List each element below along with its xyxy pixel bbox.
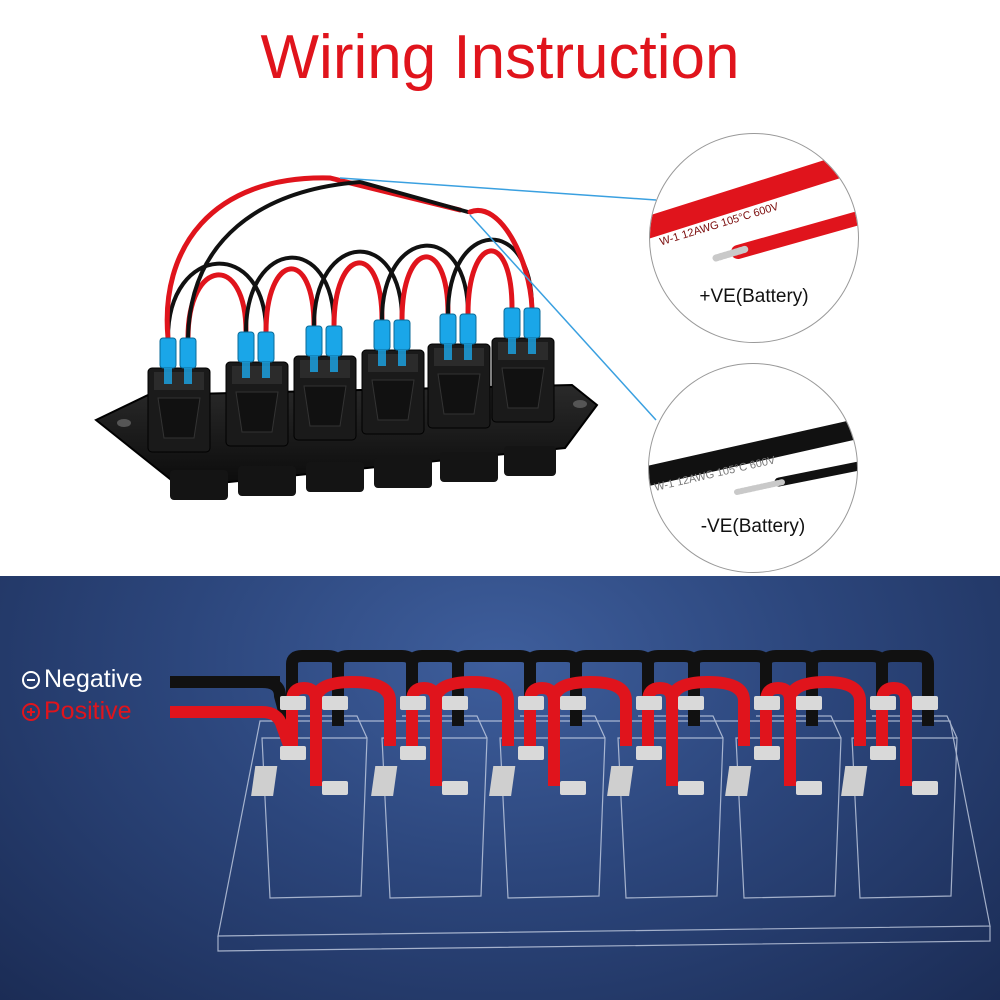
negative-feed-wire (170, 676, 294, 728)
spade-connector (179, 337, 197, 384)
mount-hole (117, 419, 131, 427)
terminal (636, 746, 662, 760)
rocker-mark (251, 766, 278, 796)
leader-line-negative (469, 214, 657, 421)
terminal (280, 696, 306, 710)
red-lead-wire (467, 207, 535, 311)
switch-top-outline (520, 715, 606, 739)
plus-icon (22, 702, 40, 721)
switch-body-outline (851, 737, 958, 899)
terminal (560, 781, 586, 795)
rocker-switch (225, 361, 289, 447)
black-jumper-wire (312, 249, 404, 328)
switch-top-outline (282, 715, 368, 739)
spade-connector (393, 319, 411, 366)
rocker-mark (489, 766, 516, 796)
legend-positive-label: Positive (44, 697, 132, 725)
red-jumper-wire (465, 248, 515, 317)
terminal (678, 696, 704, 710)
spade-connector (523, 307, 541, 354)
rocker-mark (371, 766, 398, 796)
red-wire-icon: W-1 12AWG 105°C 600V (650, 149, 858, 262)
terminal (400, 746, 426, 760)
red-lead-wire (164, 175, 463, 341)
spade-connector (237, 331, 255, 378)
rocker-mark (841, 766, 868, 796)
switch-body-outline (735, 737, 842, 899)
switch-body-outline (261, 737, 368, 899)
terminal (912, 696, 938, 710)
switch-panel-illustration (94, 175, 657, 500)
rocker-mark (607, 766, 634, 796)
spade-connector (325, 325, 343, 372)
page-title: Wiring Instruction (260, 23, 740, 92)
terminal (678, 781, 704, 795)
mount-hole (573, 400, 587, 408)
terminal (322, 696, 348, 710)
switch-housings (147, 337, 555, 453)
schematic-diagram (170, 650, 991, 952)
positive-feed-wire (170, 706, 296, 751)
switch-body-outline (381, 737, 488, 899)
spade-connector (257, 331, 275, 378)
positive-battery-label: +VE(Battery) (699, 286, 809, 307)
rocker-switch (293, 355, 357, 441)
minus-icon (22, 670, 40, 689)
terminal (442, 696, 468, 710)
spade-connector (159, 337, 177, 384)
red-jumper-wire (263, 266, 317, 335)
terminal (400, 696, 426, 710)
switch-top-outline (872, 715, 958, 739)
rocker-switch (361, 349, 425, 435)
terminal (518, 696, 544, 710)
rocker-switch (491, 337, 555, 423)
switch-body-outline (617, 737, 724, 899)
legend-negative: Negative (22, 665, 143, 694)
terminal (636, 696, 662, 710)
negative-wire-callout: W-1 12AWG 105°C 600V -VE(Battery) (648, 363, 858, 573)
red-jumper-wire (399, 254, 451, 323)
terminal (518, 746, 544, 760)
black-jumper-wire (244, 255, 336, 334)
positive-wire (286, 676, 912, 786)
negative-battery-label: -VE(Battery) (700, 516, 806, 537)
spade-connector (305, 325, 323, 372)
terminal (870, 746, 896, 760)
rocker-mark (725, 766, 752, 796)
black-jumper-wire (166, 261, 268, 340)
legend-negative-label: Negative (44, 665, 143, 693)
switch-body-outline (499, 737, 606, 899)
switch-top-outline (402, 715, 488, 739)
spade-connector (503, 307, 521, 354)
terminal (754, 746, 780, 760)
black-jumper-wire (380, 243, 470, 322)
terminal (280, 746, 306, 760)
rocker-switch (427, 343, 491, 429)
terminal (560, 696, 586, 710)
leader-line-positive (339, 177, 657, 201)
terminal (322, 781, 348, 795)
terminal (870, 696, 896, 710)
rocker-switch (147, 367, 211, 453)
spade-connector (459, 313, 477, 360)
terminal (796, 781, 822, 795)
red-jumper-wire (331, 260, 385, 329)
spade-connector (439, 313, 457, 360)
positive-wire-callout: W-1 12AWG 105°C 600V +VE(Battery) (649, 133, 859, 343)
panel-outline-edge (217, 926, 991, 952)
black-wire-icon: W-1 12AWG 105°C 600V (649, 418, 857, 495)
wiring-schematic: Negative Positive (0, 576, 1000, 1000)
black-lead-wire (186, 179, 470, 340)
switch-top-outline (638, 715, 724, 739)
switch-top-outline (756, 715, 842, 739)
terminal (796, 696, 822, 710)
spade-connector (373, 319, 391, 366)
legend-positive: Positive (22, 697, 132, 726)
terminal (754, 696, 780, 710)
terminal (912, 781, 938, 795)
terminal (442, 781, 468, 795)
